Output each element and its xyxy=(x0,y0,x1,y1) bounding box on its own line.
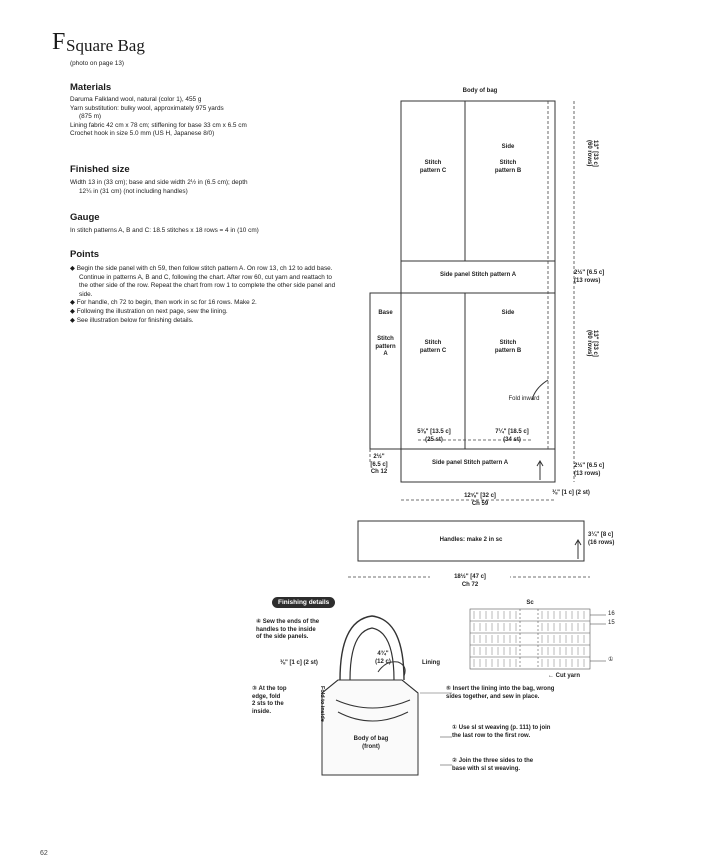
dim-stitch-b: 7¼" [18.5 c] (34 st) xyxy=(495,429,529,443)
dim-stitch-c: 5⅜" [13.5 c] (25 st) xyxy=(417,429,451,443)
dim-low-right: 13" [33 c] (60 rows) xyxy=(586,330,598,357)
row-16-label: 16 xyxy=(608,611,615,617)
materials-line: Yarn substitution: bulky wool, approxima… xyxy=(70,104,224,112)
dim-mid-right: 2½" [6.5 c] (13 rows) xyxy=(574,270,605,284)
gauge-line: In stitch patterns A, B and C: 18.5 stit… xyxy=(70,227,259,234)
finishing-lining-label: Lining xyxy=(422,660,440,666)
materials-list: Daruma Falkland wool, natural (color 1),… xyxy=(70,96,360,139)
stitch-c-lower-label: Stitch pattern C xyxy=(419,340,447,354)
dim-one-cm: ⅜" [1 c] (2 st) xyxy=(552,490,590,496)
fold-to-inside-label: Fold to inside xyxy=(319,686,325,722)
finishing-details-tag: Finishing details xyxy=(272,597,336,608)
base-label: Base xyxy=(378,310,393,316)
finished-size-text: Width 13 in (33 cm); base and side width… xyxy=(70,179,360,196)
dim-bot-right: 2½" [6.5 c] (13 rows) xyxy=(574,463,605,477)
page-number: 62 xyxy=(40,850,48,857)
materials-line: Crochet hook in size 5.0 mm (US H, Japan… xyxy=(70,130,215,138)
dim-top-right: 13" [33 c] (60 rows) xyxy=(586,140,598,167)
dim-handle-height: 3¼" [8 c] (16 rows) xyxy=(588,532,615,546)
dim-width: 12⅝" [32 c] Ch 59 xyxy=(464,493,496,507)
base-block xyxy=(369,292,402,450)
materials-line: Daruma Falkland wool, natural (color 1),… xyxy=(70,96,202,103)
row-1-label: ① xyxy=(608,657,614,663)
finishing-step-1: ① Use sl st weaving (p. 111) to join the… xyxy=(452,725,551,739)
finishing-step-2: ② Join the three sides to the base with … xyxy=(452,758,534,772)
materials-line: Lining fabric 42 cm x 78 cm; stiffening … xyxy=(70,121,247,129)
handle-block xyxy=(357,520,585,562)
photo-reference: (photo on page 13) xyxy=(70,60,125,67)
page-header: F Square Bag xyxy=(52,29,145,55)
finishing-step-5: ⑤ Insert the lining into the bag, wrong … xyxy=(446,686,555,700)
dim-handle-width: 18½" [47 c] Ch 72 xyxy=(430,574,510,589)
stitch-b-lower-label: Stitch pattern B xyxy=(494,340,522,354)
finishing-handle-dim: 4¾" (12 c) xyxy=(375,651,391,665)
materials-heading: Materials xyxy=(70,82,112,93)
stitch-ticks xyxy=(473,611,585,667)
handles-label: Handles: make 2 in sc xyxy=(439,537,503,543)
body-front-label: Body of bag (front) xyxy=(353,736,389,750)
pattern-letter: F xyxy=(52,29,66,55)
stitch-c-upper-label: Stitch pattern C xyxy=(419,160,447,174)
points-list: ◆ Begin the side panel with ch 59, then … xyxy=(70,265,338,325)
finished-size-line: Width 13 in (33 cm); base and side width… xyxy=(70,179,248,186)
fold-inward-label: Fold inward xyxy=(508,396,540,402)
side-panel-a-lower-label: Side panel Stitch pattern A xyxy=(431,460,509,466)
stitch-a-base-label: Stitch pattern A xyxy=(375,336,396,357)
side-lower-label: Side xyxy=(501,310,515,316)
gauge-text: In stitch patterns A, B and C: 18.5 stit… xyxy=(70,227,360,236)
finishing-step-3-dim: ⅜" [1 c] (2 st) xyxy=(280,660,318,666)
point-item: ◆ Following the illustration on next pag… xyxy=(70,307,228,315)
stitch-b-upper-label: Stitch pattern B xyxy=(494,160,522,174)
finishing-step-3: ③ At the top edge, fold 2 sts to the ins… xyxy=(252,686,287,715)
finished-size-heading: Finished size xyxy=(70,164,130,175)
sc-label: Sc xyxy=(526,600,534,606)
row-15-label: 15 xyxy=(608,620,615,626)
dim-base: 2½" [6.5 c] Ch 12 xyxy=(370,454,388,475)
body-of-bag-label: Body of bag xyxy=(462,88,498,94)
bag-illustration xyxy=(321,615,419,776)
finishing-step-4: ④ Sew the ends of the handles to the ins… xyxy=(256,619,320,640)
side-panel-lower xyxy=(400,448,556,483)
finished-size-line: 12¼ in (31 cm) (not including handles) xyxy=(79,187,188,195)
stitch-chart xyxy=(469,608,591,670)
side-upper-label: Side xyxy=(501,144,515,150)
body-top-block xyxy=(400,100,556,262)
point-item: ◆ Begin the side panel with ch 59, then … xyxy=(70,265,336,298)
gauge-heading: Gauge xyxy=(70,212,100,223)
points-heading: Points xyxy=(70,249,100,260)
page-title: Square Bag xyxy=(66,36,145,55)
materials-line: (875 m) xyxy=(79,113,102,121)
point-item: ◆ See illustration below for finishing d… xyxy=(70,316,194,324)
cut-yarn-label: ← Cut yarn xyxy=(548,673,581,679)
point-item: ◆ For handle, ch 72 to begin, then work … xyxy=(70,299,257,307)
side-panel-a-upper-label: Side panel Stitch pattern A xyxy=(439,272,517,278)
